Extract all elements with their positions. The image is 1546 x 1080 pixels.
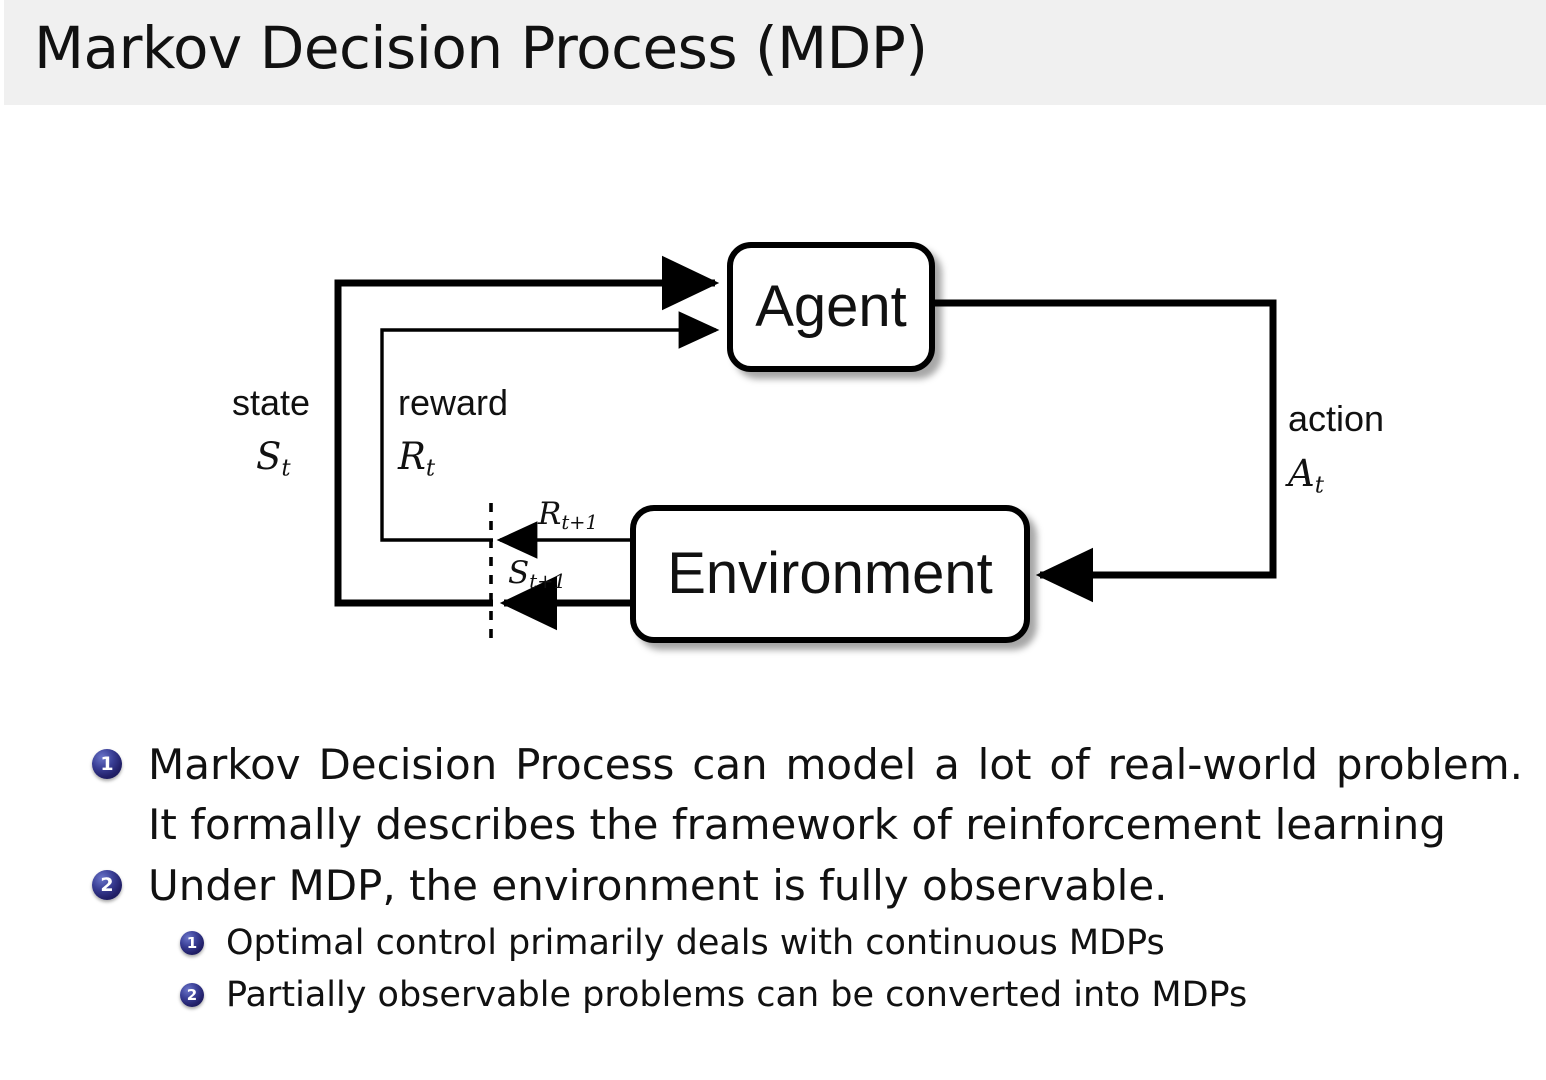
bullet-number-badge: 1 (92, 749, 122, 779)
edge-reward-path (380, 311, 720, 542)
action-symbol-subscript: t (1314, 472, 1324, 499)
bullet-number-badge: 1 (180, 930, 204, 955)
list-item: 1 Optimal control primarily deals with c… (180, 918, 1546, 970)
diagram-node-environment: Environment (630, 505, 1030, 643)
bullet-text: Partially observable problems can be con… (226, 974, 1248, 1015)
slide-bullet-list: 1 Markov Decision Process can model a lo… (0, 735, 1546, 1021)
reward-next-subscript: t+1 (561, 510, 598, 534)
bullet-text: Markov Decision Process can model a lot … (148, 740, 1523, 849)
state-next-subscript: t+1 (529, 569, 566, 593)
diagram-connectors (334, 255, 1277, 645)
mdp-interaction-diagram: Agent Environment state St reward Rt act… (0, 105, 1546, 715)
state-next-base: S (508, 555, 530, 591)
bullet-number-badge: 2 (180, 982, 204, 1007)
page-title: Markov Decision Process (MDP) (34, 14, 928, 82)
bullet-text: Optimal control primarily deals with con… (226, 922, 1165, 963)
edge-label-state-symbol: St (256, 435, 291, 481)
edge-label-reward: reward (398, 382, 509, 423)
reward-symbol-base: R (398, 435, 426, 478)
state-symbol-subscript: t (281, 455, 291, 482)
edge-label-state-next: St+1 (508, 555, 566, 593)
edge-label-state: state (232, 382, 311, 423)
list-item: 1 Markov Decision Process can model a lo… (92, 735, 1546, 854)
edge-state-path (334, 255, 720, 607)
reward-symbol-subscript: t (425, 455, 436, 482)
edge-action-path (932, 299, 1277, 603)
list-item: 2 Partially observable problems can be c… (180, 970, 1546, 1022)
state-symbol-base: S (256, 435, 282, 478)
edge-label-reward-next: Rt+1 (538, 496, 598, 534)
bullet-text: Under MDP, the environment is fully obse… (148, 861, 1168, 911)
agent-node-label: Agent (755, 274, 907, 339)
diagram-node-agent: Agent (727, 242, 935, 372)
reward-next-base: R (538, 496, 562, 532)
edge-label-action-symbol: At (1288, 452, 1324, 498)
list-item: 2 Under MDP, the environment is fully ob… (92, 856, 1546, 916)
bullet-number-badge: 2 (92, 870, 122, 901)
slide-header-bar: Markov Decision Process (MDP) (0, 0, 1546, 105)
action-symbol-base: A (1288, 452, 1315, 495)
environment-node-label: Environment (667, 541, 993, 606)
edge-label-action: action (1288, 398, 1385, 439)
edge-label-reward-symbol: Rt (398, 435, 435, 481)
